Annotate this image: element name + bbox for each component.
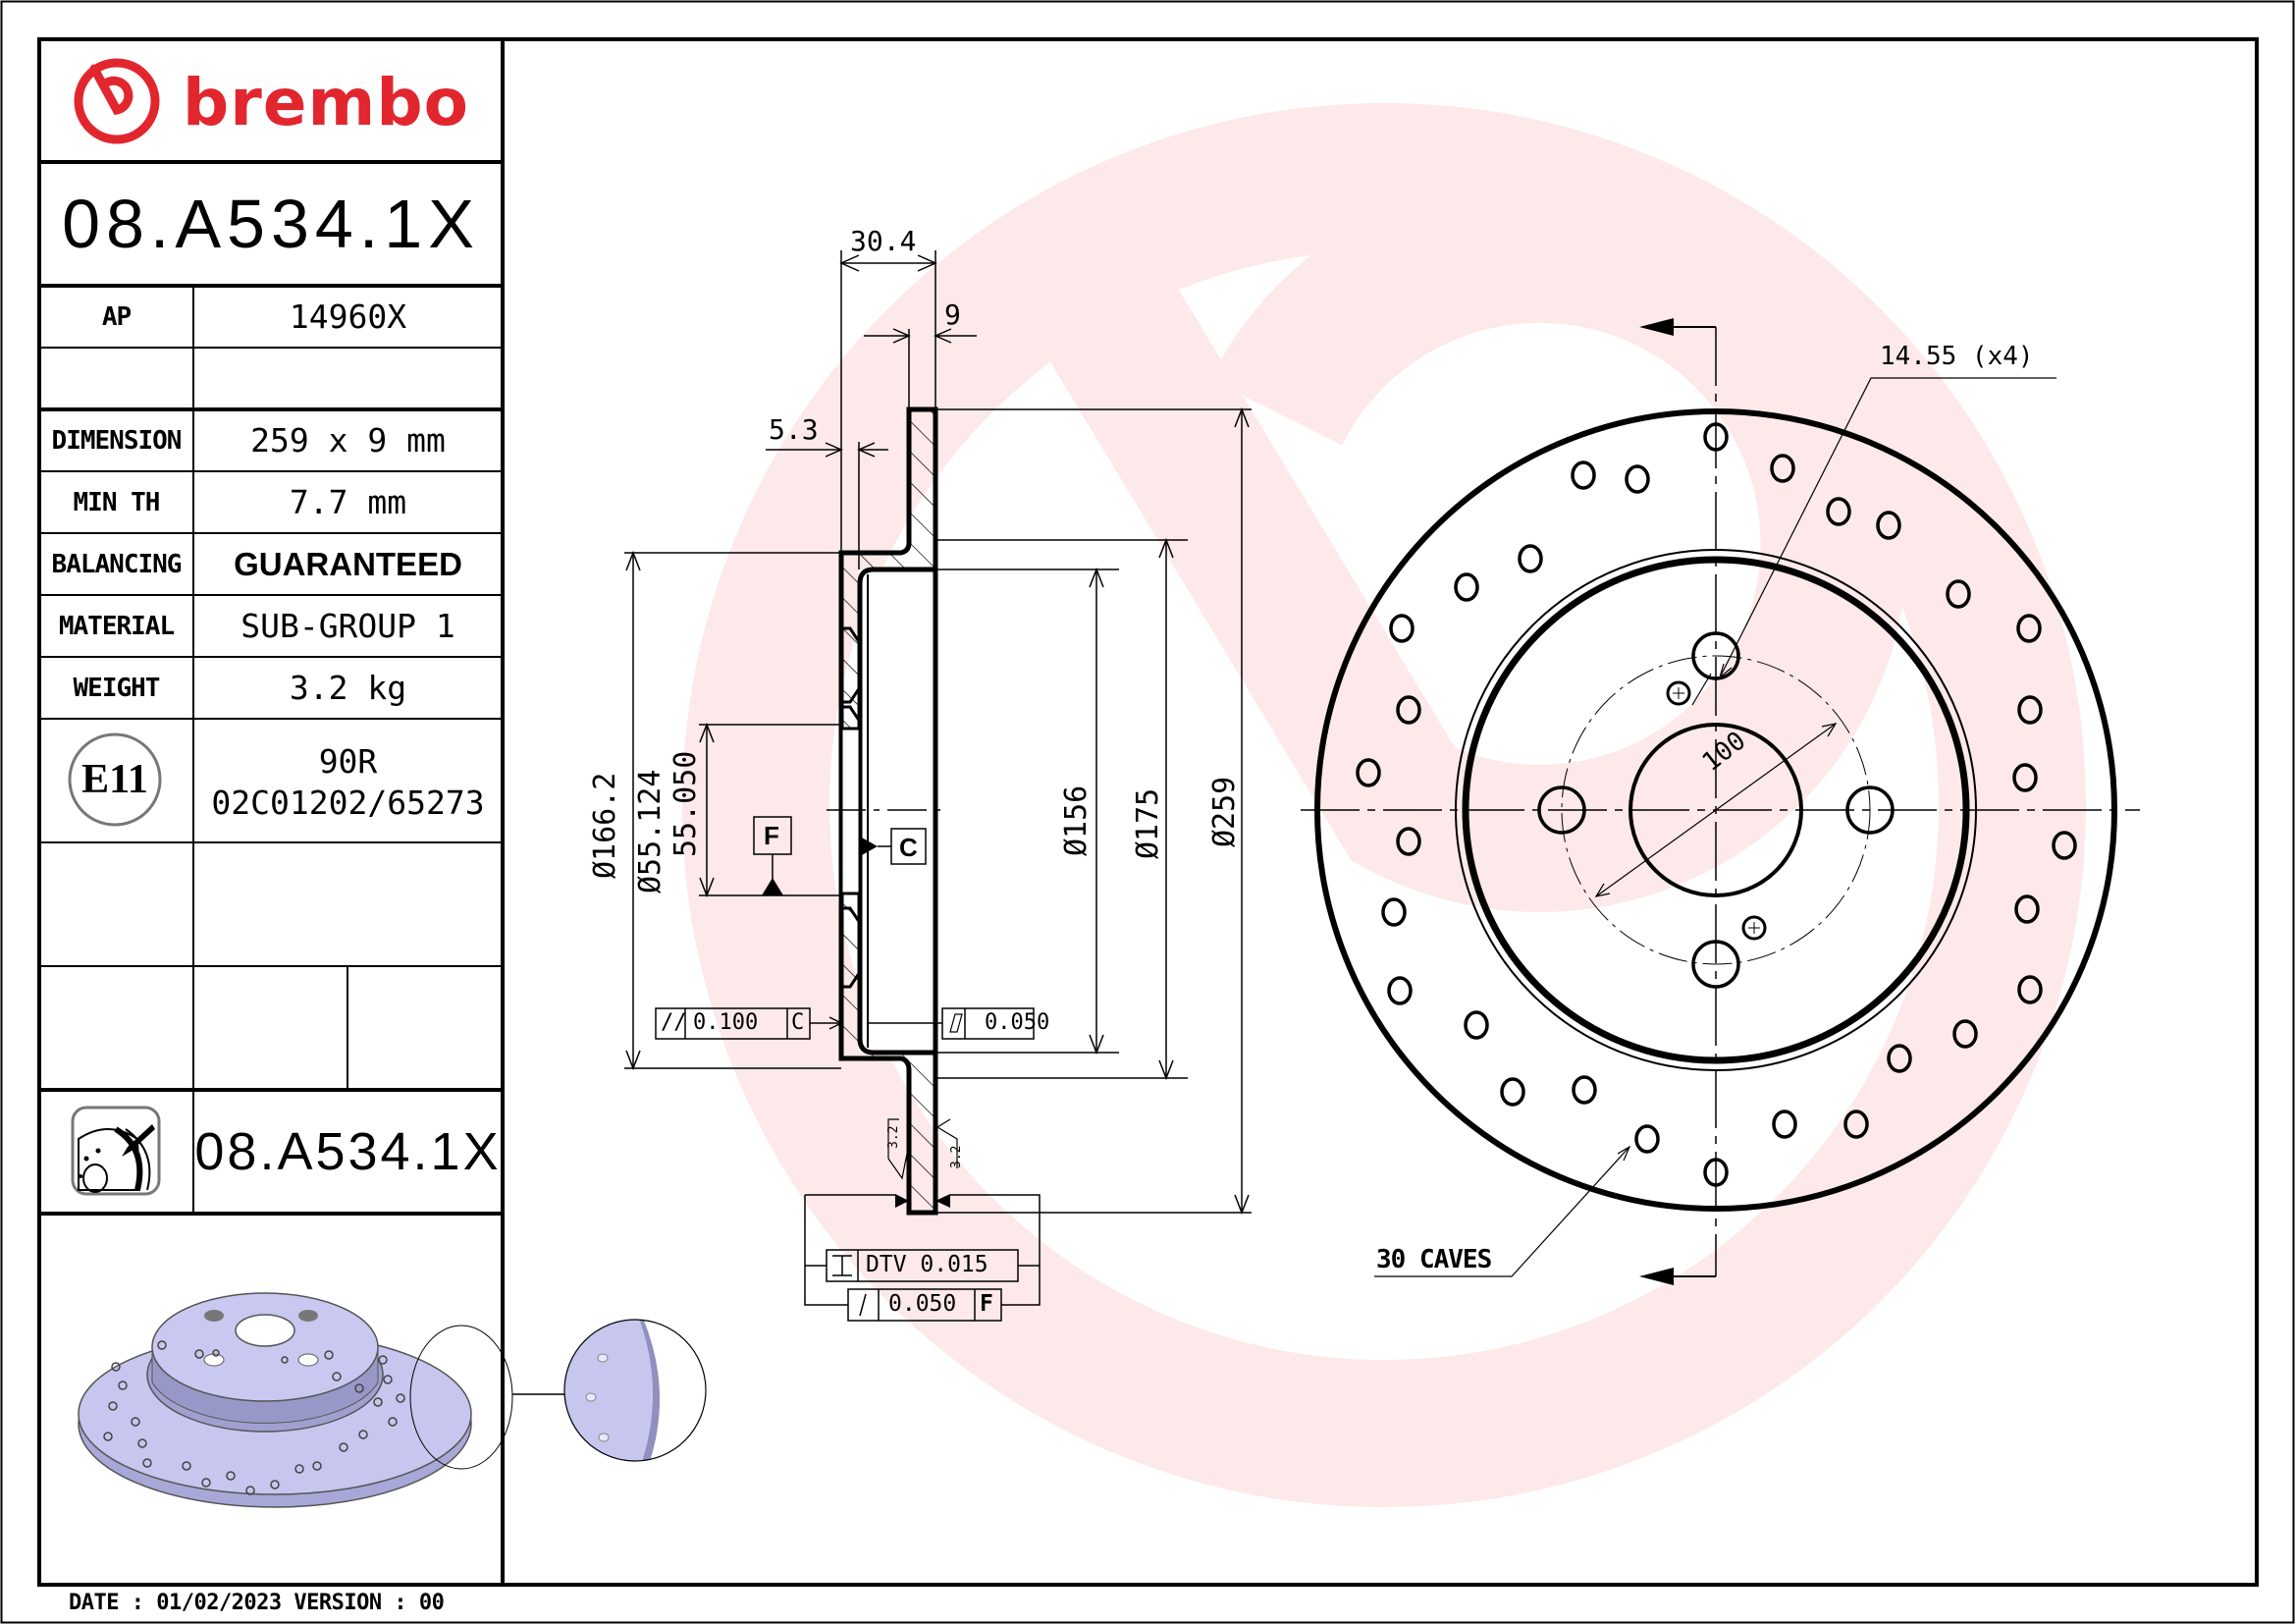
disc-detail-view [563,1319,707,1462]
datum-c-label: C [899,833,918,862]
dimension-label: DIMENSION [51,425,183,456]
parallelism-datum: C [791,1010,805,1035]
dia-center-bore-max: Ø55.124 [633,769,667,893]
e11-approval-mark: E11 [81,757,148,802]
ap-label: AP [101,301,132,332]
roughness-left: 3.2 [886,1125,901,1149]
footer-part-number: 08.A534.1X [194,1122,502,1181]
runout-datum: F [980,1291,993,1317]
dia-hat-inner: Ø156 [1059,785,1094,856]
parallelism-value: 0.100 [693,1010,759,1035]
flatness-value: 0.050 [985,1010,1050,1035]
material-label: MATERIAL [58,611,175,641]
min-th-value: 7.7 mm [289,483,407,521]
dim-thickness: 9 [944,298,961,331]
dim-overall-width: 30.4 [850,225,917,257]
front-view [1301,318,2140,1285]
dia-hat-outer: Ø166.2 [588,772,622,879]
dim-hat-wall: 5.3 [769,413,819,446]
approval-line2: 02C01202/65273 [211,783,485,822]
approval-line1: 90R [318,741,378,781]
dia-outer: Ø259 [1207,776,1242,847]
title-block-lines [39,39,505,1585]
roughness-right: 3.2 [949,1145,964,1168]
parallelism-symbol: // [661,1010,687,1035]
balancing-label: BALANCING [51,549,183,579]
runout-value: 0.050 [888,1291,957,1317]
dimension-value: 259 x 9 mm [250,421,446,460]
section-view [624,250,1252,1322]
drilled-disc-icon [71,1106,161,1196]
datum-f-label: F [764,821,779,850]
drawing-frame [37,37,2259,1587]
e11-mark-circle [68,732,162,827]
brembo-logo-icon [74,58,160,144]
brand-wordmark: brembo [183,64,469,140]
brembo-watermark-icon [682,103,2086,1507]
bolt-hole-callout: 14.55 (x4) [1880,342,2034,371]
dtv-value: DTV 0.015 [866,1252,988,1277]
material-value: SUB-GROUP 1 [240,607,455,645]
min-th-label: MIN TH [73,487,161,517]
disc-3d-render [78,1292,567,1508]
drilled-holes-callout: 30 CAVES [1376,1245,1492,1274]
weight-label: WEIGHT [73,673,161,703]
drilled-holes [1356,422,2077,1187]
dia-center-bore-min: 55.050 [668,750,703,857]
part-number-title: 08.A534.1X [62,186,480,262]
ap-value: 14960X [289,298,407,336]
dia-friction-inner: Ø175 [1131,787,1165,859]
date-version-footer: DATE : 01/02/2023 VERSION : 00 [69,1591,445,1615]
weight-value: 3.2 kg [289,669,407,707]
balancing-value: GUARANTEED [234,545,462,582]
